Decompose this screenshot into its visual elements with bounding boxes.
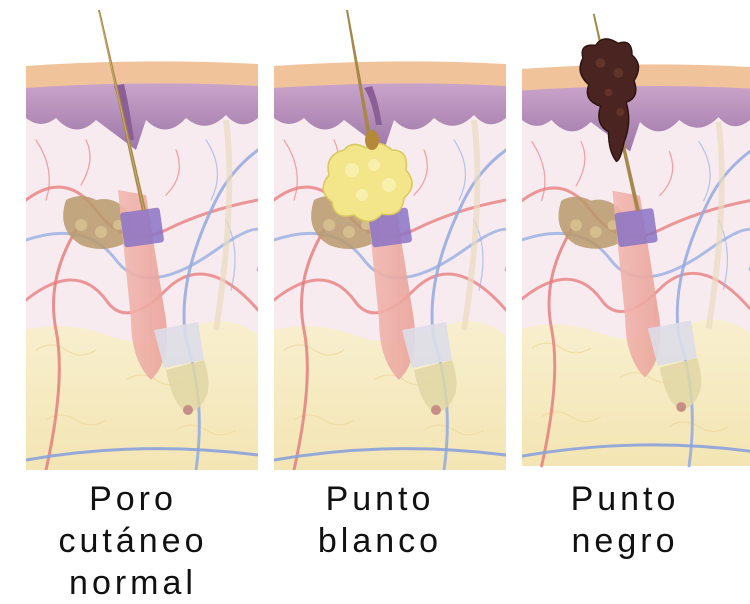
caption-line: blanco (255, 520, 505, 562)
caption-line: Poro cutáneo (8, 478, 258, 562)
caption-line: Punto (255, 478, 505, 520)
whitehead-illustration (274, 0, 506, 470)
caption-blackhead: Punto negro (500, 478, 750, 562)
caption-line: negro (500, 520, 750, 562)
caption-line: Punto (500, 478, 750, 520)
caption-normal-pore: Poro cutáneo normal (8, 478, 258, 604)
caption-whitehead: Punto blanco (255, 478, 505, 562)
normal-pore-illustration (26, 0, 258, 470)
blackhead-illustration (522, 0, 750, 470)
caption-line: normal (8, 562, 258, 604)
